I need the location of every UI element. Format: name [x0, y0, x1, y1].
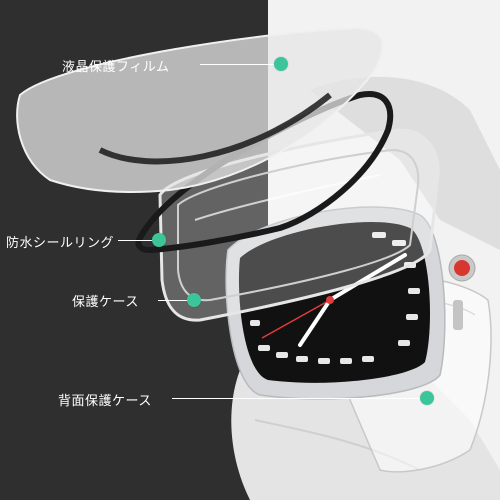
marker-dot-back-case — [420, 391, 434, 405]
screen-film-shape — [16, 26, 384, 193]
leader-line-waterproof-ring — [118, 240, 154, 241]
leader-line-screen-film — [200, 64, 276, 65]
watch-body — [225, 206, 476, 400]
marker-dot-screen-film — [274, 57, 288, 71]
leader-line-back-case — [172, 398, 422, 399]
marker-dot-waterproof-ring — [152, 233, 166, 247]
label-protective-case: 保護ケース — [72, 295, 139, 310]
label-back-case: 背面保護ケース — [58, 394, 152, 409]
label-waterproof-ring: 防水シールリング — [6, 236, 115, 251]
leader-line-protective-case — [158, 300, 188, 301]
marker-dot-protective-case — [187, 293, 201, 307]
label-screen-film: 液晶保護フィルム — [62, 60, 170, 75]
